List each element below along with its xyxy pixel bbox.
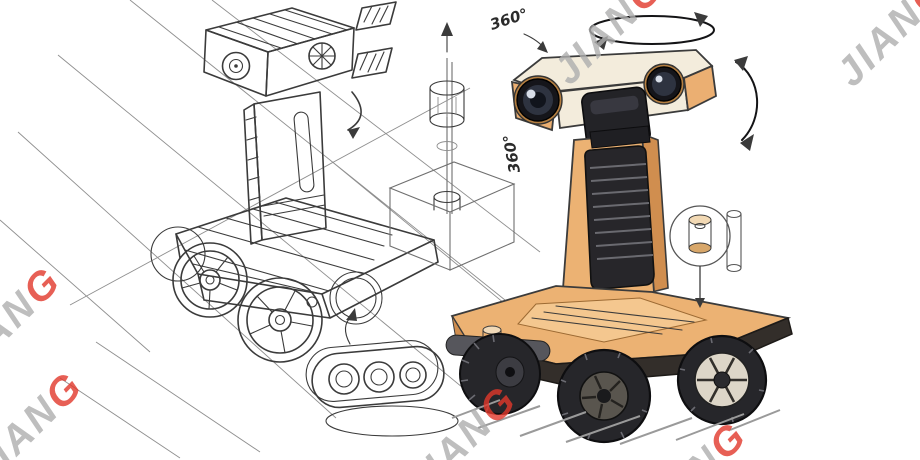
camera-lens-right	[643, 63, 685, 105]
shadow-hatch	[451, 399, 781, 445]
rotation-arrow-ellipse	[589, 12, 715, 50]
side-vent	[308, 42, 336, 70]
right-robot-sketch: 360° 360°	[445, 5, 793, 445]
construction-lines	[0, 0, 556, 459]
wheel-rear-left	[150, 226, 206, 282]
reference-box	[388, 161, 516, 271]
pod-arrow	[344, 308, 357, 345]
left-robot-sketch	[150, 1, 516, 437]
annotation-360-top: 360°	[488, 5, 548, 53]
mast	[243, 91, 327, 245]
svg-text:360°: 360°	[499, 133, 523, 174]
wheel-front-left	[172, 242, 248, 318]
annotation-360-side: 360°	[499, 133, 523, 174]
head-camera	[221, 51, 251, 81]
head-box	[203, 7, 355, 97]
chassis-deck	[175, 197, 439, 319]
mast-slot	[293, 111, 315, 193]
rotation-arrow-arc	[734, 56, 759, 151]
leader-arrow	[695, 266, 705, 308]
wheel-center-color	[556, 348, 652, 444]
mast-column	[561, 125, 669, 304]
camera-lens-left	[513, 75, 563, 125]
detail-cylinder-tall	[726, 209, 742, 273]
wheel-front-left-color	[459, 333, 541, 415]
direction-arrow	[347, 91, 362, 139]
ground-ellipse	[325, 405, 459, 437]
svg-text:360°: 360°	[488, 5, 530, 34]
detail-callout	[669, 205, 742, 308]
wheel-front-right	[237, 277, 323, 363]
detail-cylinder	[688, 214, 712, 254]
reference-pole	[429, 22, 465, 214]
sensor-bar-pod	[305, 308, 459, 437]
wheel-rear-right-color	[676, 334, 768, 426]
motion-arrow-flags	[351, 1, 397, 79]
